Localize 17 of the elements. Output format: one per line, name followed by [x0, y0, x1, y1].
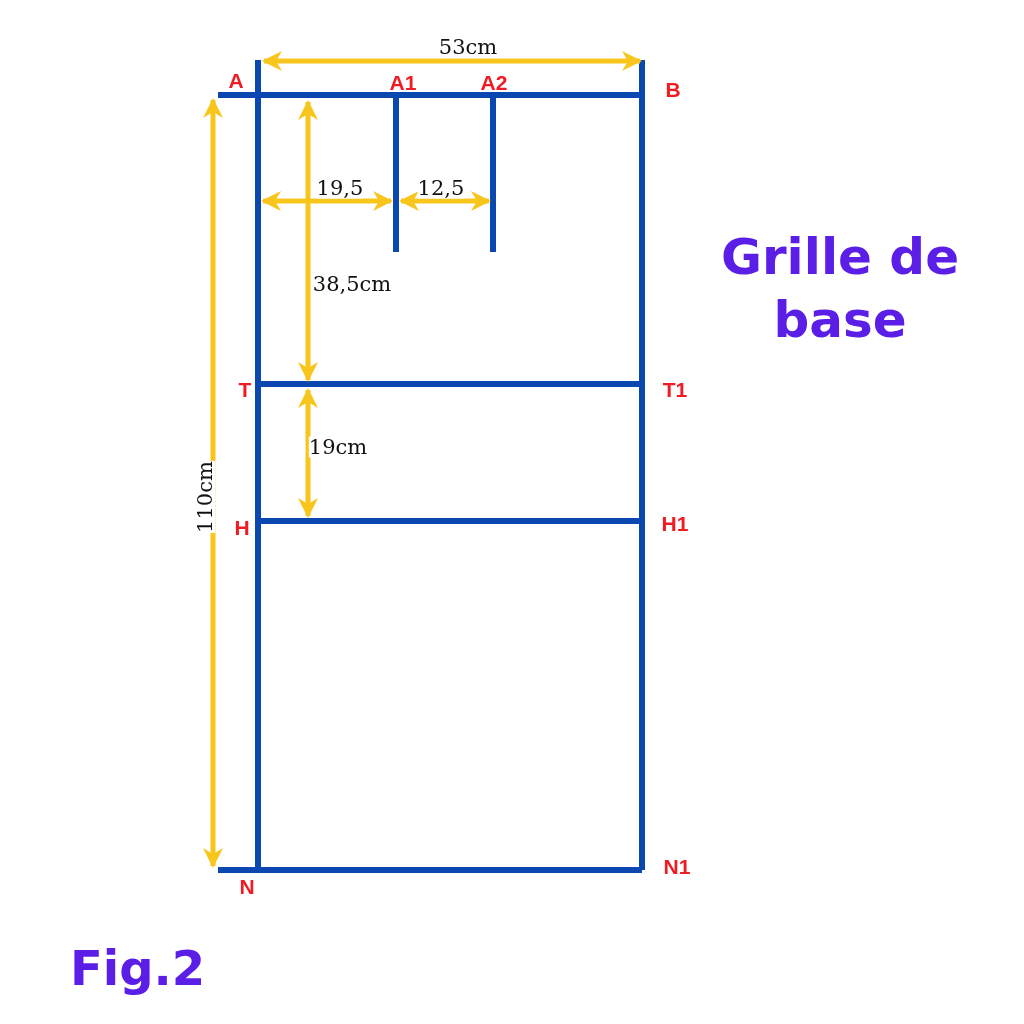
dimension-label: 12,5: [417, 177, 465, 199]
point-label: H: [234, 516, 250, 538]
point-label: A2: [480, 71, 508, 93]
point-label: T1: [662, 378, 688, 400]
figure-caption: Fig.2: [70, 940, 206, 996]
dimension-label: 19cm: [308, 436, 368, 458]
dimension-label: 19,5: [316, 177, 364, 199]
title: Grille de base: [719, 227, 961, 351]
dimension-label: 110cm: [194, 461, 216, 533]
point-label: N: [239, 875, 255, 897]
point-label: B: [665, 78, 681, 100]
point-label: N1: [663, 855, 691, 877]
dimension-label: 38,5cm: [312, 273, 392, 295]
point-label: T: [238, 378, 252, 400]
point-label: A: [228, 69, 244, 91]
point-label: H1: [661, 512, 689, 534]
point-label: A1: [389, 71, 417, 93]
